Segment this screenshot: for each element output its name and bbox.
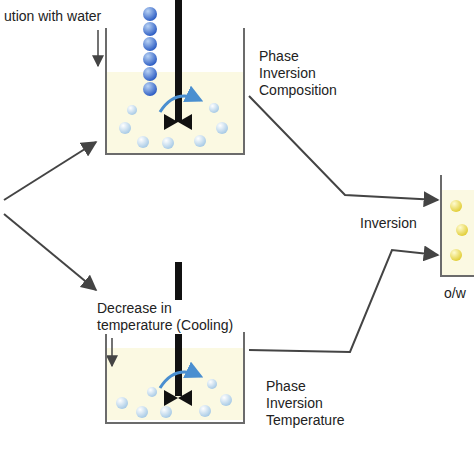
process-arrow bbox=[249, 250, 438, 352]
oil-in-water-drops bbox=[450, 200, 468, 261]
step-label: ution with water bbox=[2, 8, 103, 25]
water-drops bbox=[143, 7, 157, 96]
liquid bbox=[442, 190, 474, 275]
beaker: Phase Inversion Composition bbox=[105, 28, 245, 155]
oil-drops bbox=[116, 379, 232, 418]
oil-drops bbox=[119, 103, 228, 149]
stirrer-rod bbox=[175, 0, 182, 122]
step-label: Inversion bbox=[358, 215, 419, 232]
stir-arrow bbox=[160, 96, 200, 112]
beaker: o/w bbox=[440, 175, 474, 277]
process-arrow bbox=[4, 214, 96, 290]
node-text: o/w bbox=[442, 285, 468, 302]
beaker: Decrease in temperature (Cooling)Phase I… bbox=[105, 332, 245, 424]
process-arrow bbox=[4, 142, 96, 200]
node-text: Phase Inversion Temperature bbox=[264, 378, 347, 429]
stir-arrow bbox=[160, 372, 200, 388]
node-text: Phase Inversion Composition bbox=[257, 48, 339, 99]
pointer-arrow bbox=[97, 30, 99, 66]
node-text: Decrease in temperature (Cooling) bbox=[95, 300, 243, 334]
pointer-arrow bbox=[111, 338, 113, 366]
process-arrow bbox=[249, 96, 438, 200]
impeller bbox=[164, 390, 192, 406]
impeller bbox=[164, 114, 192, 130]
